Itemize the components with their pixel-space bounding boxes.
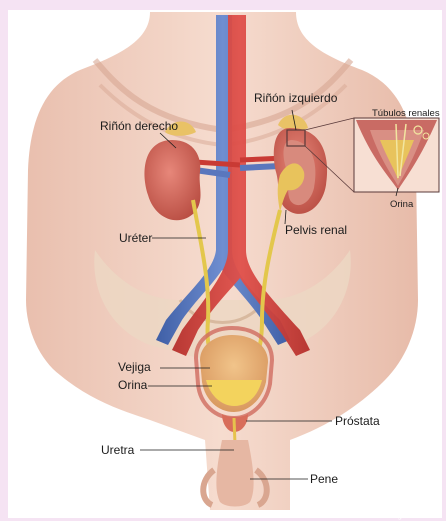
penis-label: Pene (310, 472, 338, 486)
bladder-label: Vejiga (118, 360, 151, 374)
copyright-line-2: U.S. Govt. has certain rights (318, 511, 412, 520)
left-kidney-label: Riñón izquierdo (254, 91, 337, 105)
renal-tubules-inset (354, 118, 439, 192)
prostate-label: Próstata (335, 414, 380, 428)
urethra-label: Uretra (101, 443, 134, 457)
ureter-label: Uréter (119, 231, 152, 245)
inset-urine-label: Orina (390, 199, 413, 210)
copyright-line-1: © 2010 Terese Winslow (323, 502, 402, 511)
renal-tubules-label: Túbulos renales (372, 108, 440, 119)
right-kidney-label: Riñón derecho (100, 119, 178, 133)
urine-label: Orina (118, 378, 147, 392)
renal-pelvis-label: Pelvis renal (285, 223, 347, 237)
